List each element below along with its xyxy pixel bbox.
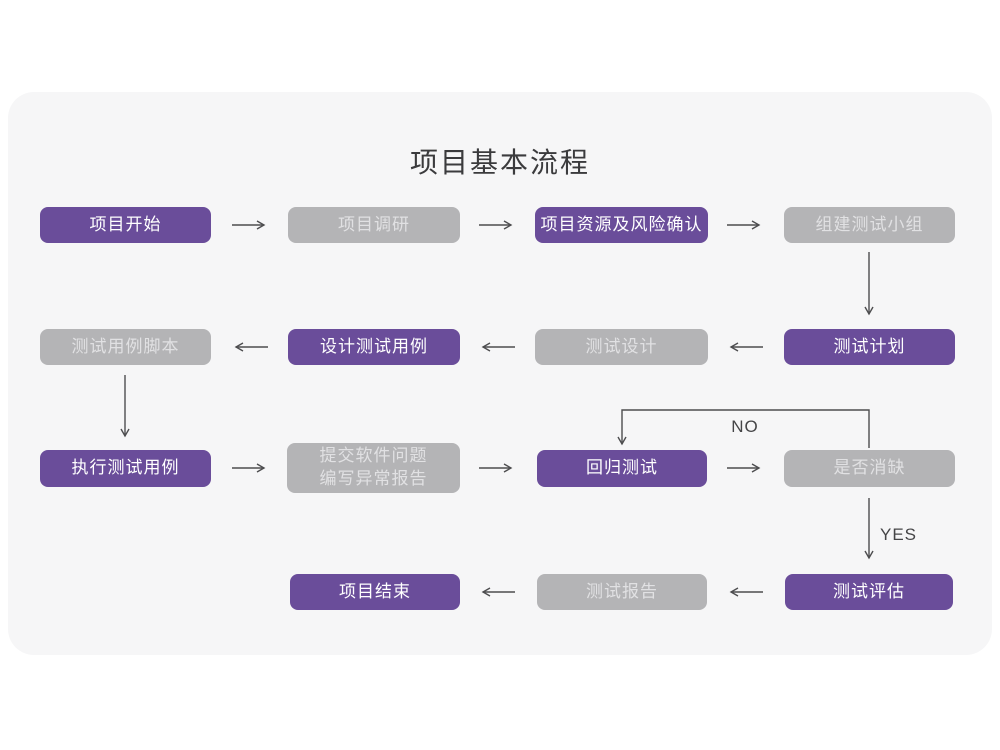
flow-node-test-report: 测试报告 <box>537 574 707 610</box>
flow-node-project-start: 项目开始 <box>40 207 211 243</box>
flow-node-execute-test-cases: 执行测试用例 <box>40 450 211 487</box>
flowchart-card-background <box>8 92 992 655</box>
flow-node-test-plan: 测试计划 <box>784 329 955 365</box>
flow-node-test-evaluation: 测试评估 <box>785 574 953 610</box>
flow-node-build-test-team: 组建测试小组 <box>784 207 955 243</box>
flow-node-project-end: 项目结束 <box>290 574 460 610</box>
flow-node-regression-test: 回归测试 <box>537 450 707 487</box>
flow-node-test-case-script: 测试用例脚本 <box>40 329 211 365</box>
flow-node-resource-risk-confirm: 项目资源及风险确认 <box>535 207 708 243</box>
page-title: 项目基本流程 <box>409 147 590 178</box>
flow-node-test-design: 测试设计 <box>535 329 708 365</box>
flow-node-design-test-cases: 设计测试用例 <box>288 329 460 365</box>
flow-node-defect-cleared-decision: 是否消缺 <box>784 450 955 487</box>
flow-node-project-research: 项目调研 <box>288 207 460 243</box>
flow-node-submit-issue-report: 提交软件问题 编写异常报告 <box>287 443 460 493</box>
